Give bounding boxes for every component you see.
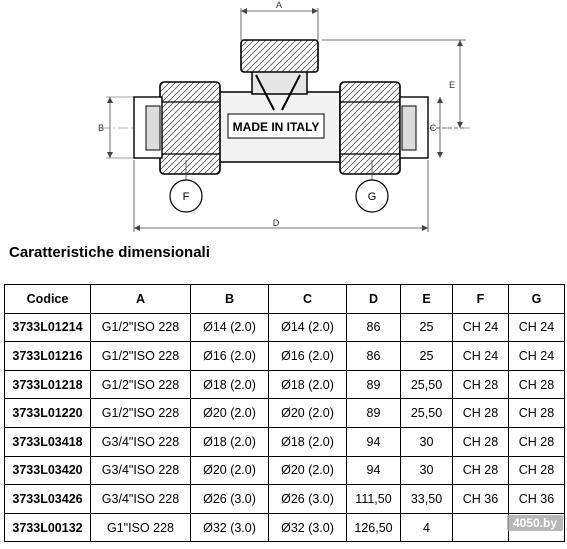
cell-e: 33,50: [400, 484, 453, 514]
callout-f: F: [169, 160, 203, 213]
cell-c: Ø26 (3.0): [268, 484, 347, 514]
header-e: E: [400, 284, 453, 314]
cell-c: Ø14 (2.0): [268, 312, 347, 343]
cell-f: CH 36: [452, 484, 509, 514]
table-row: 3733L00132 G1"ISO 228 Ø32 (3.0) Ø32 (3.0…: [4, 512, 565, 543]
cell-f: CH 28: [452, 398, 509, 428]
cell-c: Ø18 (2.0): [268, 426, 347, 457]
callout-g: G: [355, 160, 389, 213]
cell-codice: 3733L01216: [4, 341, 91, 371]
section-heading: Caratteristiche dimensionali: [9, 244, 210, 261]
table-row: 3733L03420 G3/4"ISO 228 Ø20 (2.0) Ø20 (2…: [4, 455, 565, 486]
cell-a: G3/4"ISO 228: [90, 484, 191, 514]
cell-b: Ø16 (2.0): [190, 341, 269, 371]
site-watermark: 4050.by: [506, 515, 563, 531]
cell-b: Ø26 (3.0): [190, 484, 269, 514]
cell-a: G1/2"ISO 228: [90, 369, 191, 400]
cell-c: Ø18 (2.0): [268, 369, 347, 400]
cell-g: CH 28: [508, 426, 565, 457]
tee-fitting: MADE IN ITALY: [133, 39, 429, 175]
cell-e: 25,50: [400, 398, 453, 428]
cell-codice: 3733L01214: [4, 312, 91, 343]
cell-codice: 3733L01220: [4, 398, 91, 428]
header-g: G: [508, 284, 565, 314]
header-c: C: [268, 284, 347, 314]
label-d: D: [273, 218, 280, 228]
cell-g: CH 24: [508, 312, 565, 343]
cell-b: Ø18 (2.0): [190, 426, 269, 457]
label-e: E: [449, 80, 455, 90]
cell-a: G1/2"ISO 228: [90, 398, 191, 428]
cell-b: Ø14 (2.0): [190, 312, 269, 343]
cell-c: Ø16 (2.0): [268, 341, 347, 371]
cell-e: 25,50: [400, 369, 453, 400]
cell-d: 86: [346, 341, 401, 371]
header-f: F: [452, 284, 509, 314]
table-row: 3733L01218 G1/2"ISO 228 Ø18 (2.0) Ø18 (2…: [4, 369, 565, 400]
table-row: 3733L01216 G1/2"ISO 228 Ø16 (2.0) Ø16 (2…: [4, 341, 565, 371]
cell-c: Ø20 (2.0): [268, 398, 347, 428]
cell-f: CH 28: [452, 455, 509, 486]
cell-b: Ø20 (2.0): [190, 455, 269, 486]
cell-e: 30: [400, 426, 453, 457]
cell-d: 126,50: [346, 512, 401, 543]
cell-d: 111,50: [346, 484, 401, 514]
cell-f: CH 28: [452, 426, 509, 457]
cell-d: 94: [346, 426, 401, 457]
cell-b: Ø20 (2.0): [190, 398, 269, 428]
label-f: F: [183, 191, 190, 203]
label-g: G: [368, 191, 377, 203]
cell-a: G1"ISO 228: [90, 512, 191, 543]
cell-b: Ø32 (3.0): [190, 512, 269, 543]
cell-codice: 3733L01218: [4, 369, 91, 400]
dimension-a: A: [240, 0, 319, 40]
cell-d: 86: [346, 312, 401, 343]
cell-f: CH 24: [452, 312, 509, 343]
cell-a: G1/2"ISO 228: [90, 312, 191, 343]
cell-a: G3/4"ISO 228: [90, 426, 191, 457]
cell-codice: 3733L03420: [4, 455, 91, 486]
cell-f: CH 24: [452, 341, 509, 371]
cell-d: 94: [346, 455, 401, 486]
cell-a: G3/4"ISO 228: [90, 455, 191, 486]
cell-c: Ø32 (3.0): [268, 512, 347, 543]
table-row: 3733L03426 G3/4"ISO 228 Ø26 (3.0) Ø26 (3…: [4, 484, 565, 514]
cell-e: 25: [400, 312, 453, 343]
dimensions-table: Codice A B C D E F G 3733L01214 G1/2"ISO…: [4, 284, 565, 543]
cell-b: Ø18 (2.0): [190, 369, 269, 400]
cell-g: CH 28: [508, 398, 565, 428]
cell-d: 89: [346, 398, 401, 428]
cell-e: 4: [400, 512, 453, 543]
cell-e: 25: [400, 341, 453, 371]
table-row: 3733L01214 G1/2"ISO 228 Ø14 (2.0) Ø14 (2…: [4, 312, 565, 343]
cell-f: CH 28: [452, 369, 509, 400]
technical-drawing: A E B C D: [98, 0, 470, 232]
cell-e: 30: [400, 455, 453, 486]
cell-codice: 3733L03426: [4, 484, 91, 514]
cell-g: CH 36: [508, 484, 565, 514]
table-header-row: Codice A B C D E F G: [4, 284, 565, 314]
dimension-b: B: [98, 96, 134, 159]
cell-d: 89: [346, 369, 401, 400]
cell-codice: 3733L00132: [4, 512, 91, 543]
dimension-c: C: [430, 97, 443, 158]
header-b: B: [190, 284, 269, 314]
table-row: 3733L01220 G1/2"ISO 228 Ø20 (2.0) Ø20 (2…: [4, 398, 565, 428]
table-row: 3733L03418 G3/4"ISO 228 Ø18 (2.0) Ø18 (2…: [4, 426, 565, 457]
cell-codice: 3733L03418: [4, 426, 91, 457]
made-in-italy-stamp: MADE IN ITALY: [233, 120, 320, 134]
cell-c: Ø20 (2.0): [268, 455, 347, 486]
cell-f: [452, 512, 509, 543]
cell-g: CH 28: [508, 369, 565, 400]
header-codice: Codice: [4, 284, 91, 314]
dimension-d: D: [133, 160, 429, 232]
header-d: D: [346, 284, 401, 314]
cell-a: G1/2"ISO 228: [90, 341, 191, 371]
header-a: A: [90, 284, 191, 314]
cell-g: CH 24: [508, 341, 565, 371]
cell-g: CH 28: [508, 455, 565, 486]
label-a: A: [276, 0, 282, 10]
